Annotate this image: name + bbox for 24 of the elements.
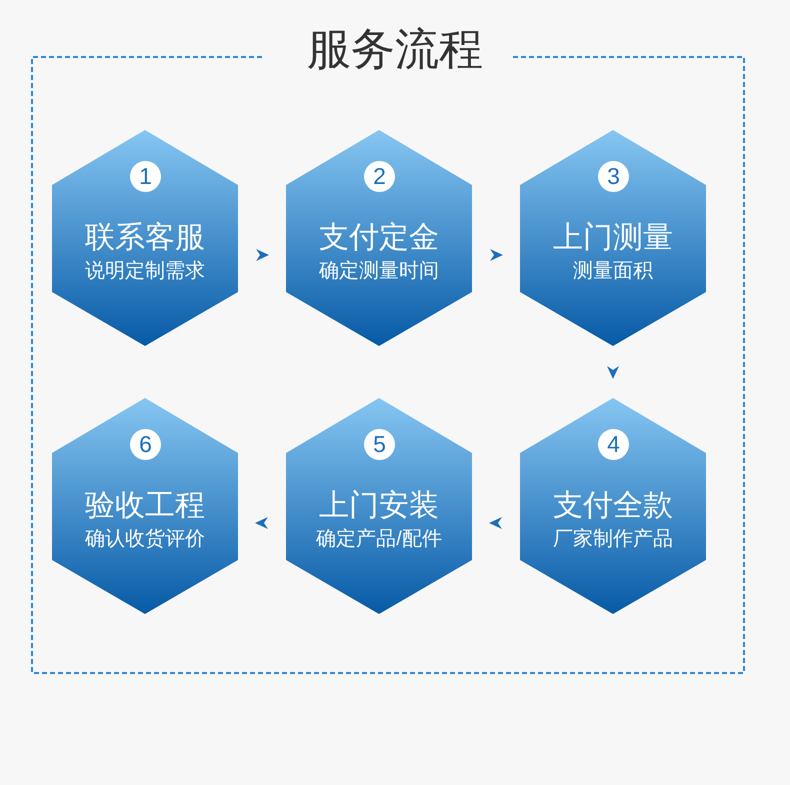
hexagon-step <box>286 130 472 346</box>
step-description: 确定产品/配件 <box>315 527 443 552</box>
hexagon-step <box>520 398 706 614</box>
arrow <box>490 249 503 261</box>
step-description: 说明定制需求 <box>84 259 206 284</box>
step-description: 确认收货评价 <box>84 527 206 552</box>
step-title: 支付定金 <box>318 220 440 256</box>
arrow <box>607 366 619 379</box>
arrow <box>255 517 268 529</box>
step-description: 厂家制作产品 <box>552 527 674 552</box>
arrow <box>256 249 269 261</box>
step-title: 上门安装 <box>318 488 440 524</box>
step-title: 验收工程 <box>84 488 206 524</box>
arrow <box>489 517 502 529</box>
step-description: 确定测量时间 <box>318 259 440 284</box>
hexagon-step <box>52 398 238 614</box>
hexagon-step <box>286 398 472 614</box>
step-title: 上门测量 <box>552 220 674 256</box>
step-description: 测量面积 <box>572 259 654 284</box>
hexagon-step <box>520 130 706 346</box>
hexagon-step <box>52 130 238 346</box>
step-title: 联系客服 <box>84 220 206 256</box>
title: 服务流程 <box>306 25 484 74</box>
step-title: 支付全款 <box>552 488 674 524</box>
